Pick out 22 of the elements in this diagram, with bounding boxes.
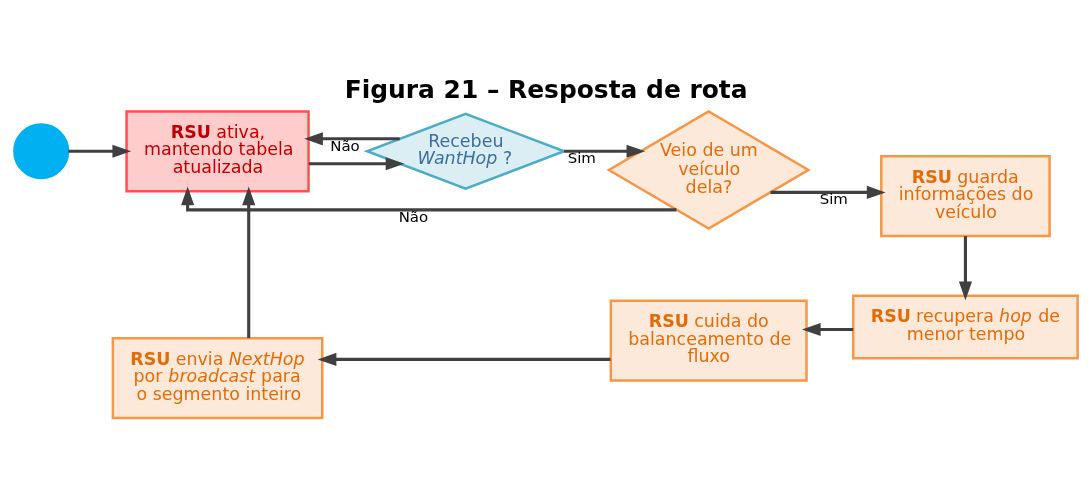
arrow: [242, 186, 256, 338]
arrow: [304, 131, 400, 145]
edge-label: Não: [398, 207, 429, 226]
arrow: [68, 144, 132, 158]
diagram-title: Figura 21 – Resposta de rota: [344, 74, 748, 104]
arrow: [564, 144, 646, 158]
arrow: [317, 352, 611, 366]
edge-label: Sim: [567, 148, 596, 167]
arrow: [801, 322, 854, 336]
node-circle: [13, 122, 70, 179]
edge-label: Não: [330, 136, 360, 155]
edge-label: Sim: [819, 189, 848, 208]
node-box: RSU ativa, mantendo tabela atualizada: [125, 109, 310, 192]
node-box: RSU recupera hop de menor tempo: [852, 294, 1079, 359]
arrow: [308, 156, 405, 170]
node-box: RSU guarda informações do veículo: [880, 154, 1051, 237]
arrow: [770, 185, 886, 199]
node-box: RSU envia NextHop por broadcast para o segmento inteiro: [111, 336, 324, 419]
arrow: [181, 186, 677, 211]
arrow: [958, 235, 972, 300]
node-diamond: Veio de um veículo dela?: [606, 109, 811, 230]
node-box: RSU cuida do balanceamento de fluxo: [609, 299, 808, 382]
